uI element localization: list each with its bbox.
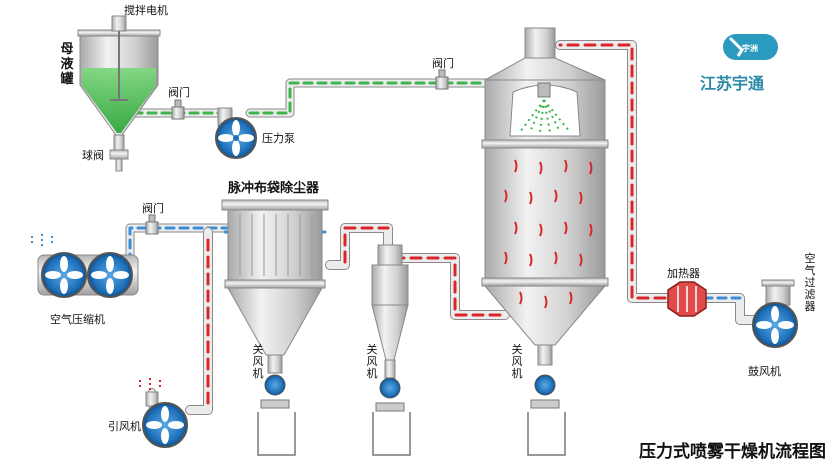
valve-label-1: 阀门 xyxy=(168,86,190,99)
brand-name: 江苏宇通 xyxy=(700,74,765,93)
valve-label-2: 阀门 xyxy=(432,57,454,70)
pipes xyxy=(115,40,760,415)
air-compressor-label: 空气压缩机 xyxy=(50,313,105,326)
mother-liquor-tank-label: 母液罐 xyxy=(60,42,74,87)
blower-icon xyxy=(752,302,798,348)
brand-logo-text: 宇洲 xyxy=(742,44,758,53)
air-filter-label: 空气过滤器 xyxy=(804,252,816,313)
rotary-valve-2-icon xyxy=(375,377,405,412)
induced-fan-icon xyxy=(139,378,188,448)
pressure-pump-label: 压力泵 xyxy=(262,132,295,145)
rotary-valve-label-1: 关风机 xyxy=(252,343,264,380)
rotary-valve-label-2: 关风机 xyxy=(366,343,378,380)
product-bins xyxy=(257,412,566,456)
rotary-valve-1-icon xyxy=(260,374,290,409)
brand-logo-icon xyxy=(723,34,778,60)
hot-air-marks xyxy=(504,159,593,309)
blower-label: 鼓风机 xyxy=(748,365,781,378)
pulse-bag-filter xyxy=(221,199,329,374)
heater-label: 加热器 xyxy=(667,267,700,280)
rotary-valve-3-icon xyxy=(530,374,560,409)
pulse-bag-filter-label: 脉冲布袋除尘器 xyxy=(228,181,320,196)
air-compressor-icon xyxy=(31,234,139,298)
mixer-motor-label: 搅拌电机 xyxy=(124,4,168,17)
spray-dryer-tower xyxy=(481,27,609,366)
induced-fan-label: 引风机 xyxy=(108,420,141,433)
valve-top-icon xyxy=(435,69,449,90)
air-filter-icon xyxy=(761,279,795,306)
spray-droplets xyxy=(519,99,571,133)
mother-liquor-tank xyxy=(77,15,161,172)
valve-liquid-icon xyxy=(171,99,185,120)
heater-icon xyxy=(667,281,707,317)
valve-compressor-icon xyxy=(145,214,159,235)
rotary-valve-label-3: 关风机 xyxy=(511,343,523,380)
valve-label-3: 阀门 xyxy=(142,202,164,215)
ball-valve-label: 球阀 xyxy=(82,149,104,162)
pressure-pump-icon xyxy=(215,107,257,159)
cyclone-separator xyxy=(371,244,409,379)
diagram-title: 压力式喷雾干燥机流程图 xyxy=(639,442,826,462)
